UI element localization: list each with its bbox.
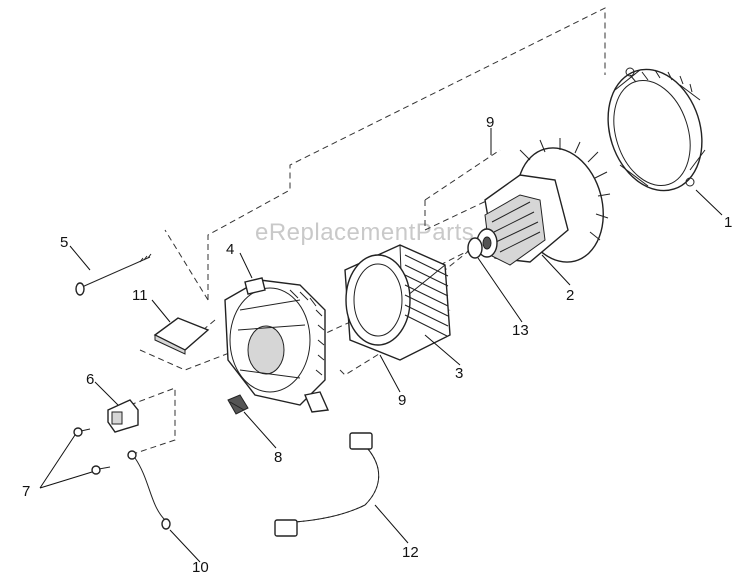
callout-11: 11: [132, 287, 148, 304]
callout-9-bottom: 9: [398, 392, 406, 409]
part-6-brush-holder: [107, 399, 139, 433]
callout-12: 12: [402, 544, 419, 561]
callout-1: 1: [724, 214, 732, 231]
callout-5: 5: [60, 234, 68, 251]
callout-4: 4: [226, 241, 234, 258]
callout-13: 13: [512, 322, 529, 339]
part-10-ground-wire: [127, 450, 171, 530]
callout-2: 2: [566, 287, 574, 304]
part-11-pad: [153, 317, 210, 355]
callout-9-top: 9: [486, 114, 494, 131]
callout-leaders: [39, 128, 723, 563]
callout-numbers: 1 2 3 4 5 6 7 8 9 9 10 11 12 13: [22, 114, 732, 576]
part-8-clip: [227, 394, 249, 415]
callout-10: 10: [192, 559, 209, 576]
callout-6: 6: [86, 371, 94, 388]
part-13-collar: [467, 237, 483, 259]
callout-8: 8: [274, 449, 282, 466]
callout-3: 3: [455, 365, 463, 382]
callout-7: 7: [22, 483, 30, 500]
part-7-screws: [73, 427, 111, 475]
part-3-stator: [344, 244, 451, 361]
part-2-rotor-fan: [476, 138, 611, 266]
part-12-wire-harness: [274, 432, 380, 537]
part-5-through-bolt: [75, 253, 152, 296]
part-1-ring-cover: [607, 67, 706, 192]
part-4-end-bracket: [224, 277, 330, 413]
